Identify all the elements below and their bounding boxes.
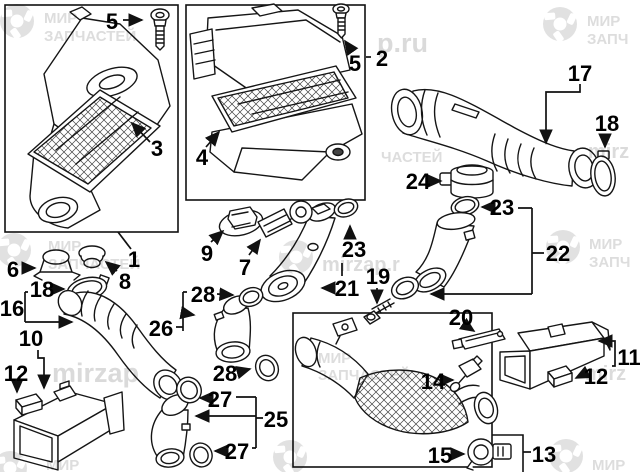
- svg-text:МИР: МИР: [589, 236, 622, 253]
- callout-3[interactable]: 3: [151, 136, 163, 161]
- callout-27-bottom[interactable]: 27: [225, 439, 249, 464]
- svg-text:ЗАПЧАСТЕЙ: ЗАПЧАСТЕЙ: [48, 255, 140, 273]
- part-intake-duct-left: [13, 380, 125, 471]
- part-sensor-upper: [449, 355, 483, 393]
- box-hose-assembly: [292, 312, 493, 468]
- callout-16[interactable]: 16: [0, 296, 24, 321]
- svg-text:ЧАСТЕЙ: ЧАСТЕЙ: [381, 148, 442, 166]
- svg-text:ЗАПЧ: ЗАПЧ: [587, 31, 628, 48]
- callout-4[interactable]: 4: [196, 145, 209, 170]
- part-bolt-1: [150, 8, 170, 51]
- watermark-domain-fragment: p.ru: [377, 28, 428, 58]
- callout-5b[interactable]: 5: [349, 51, 361, 76]
- callout-labels: 1 2 3 4 5 5 6 7 8 9 10 11 12 12 13 14 15…: [0, 9, 640, 468]
- part-inlet-hose: [57, 289, 183, 401]
- part-elbow-duct-right: [413, 211, 476, 293]
- part-air-cleaner-assembly-1: [27, 6, 171, 229]
- callout-10[interactable]: 10: [19, 326, 43, 351]
- callout-17[interactable]: 17: [568, 61, 592, 86]
- box-sensor-extension: [492, 434, 524, 472]
- callout-28-bottom[interactable]: 28: [213, 361, 237, 386]
- callout-5a[interactable]: 5: [106, 9, 118, 34]
- part-outlet-duct: [390, 88, 600, 189]
- svg-text:ЗАПЧАСТЕЙ: ЗАПЧАСТЕЙ: [44, 27, 136, 45]
- part-lower-elbow: [150, 393, 191, 468]
- svg-text:ЗАПЧ: ЗАПЧ: [589, 254, 630, 271]
- callout-26[interactable]: 26: [149, 316, 173, 341]
- callout-11[interactable]: 11: [617, 345, 640, 370]
- callout-9[interactable]: 9: [201, 241, 213, 266]
- part-bolt-small: [363, 298, 395, 325]
- callout-12-left[interactable]: 12: [4, 361, 28, 386]
- callout-25[interactable]: 25: [264, 407, 288, 432]
- callout-28-top[interactable]: 28: [191, 282, 215, 307]
- callout-14[interactable]: 14: [421, 369, 446, 394]
- part-seal-lower-top: [176, 376, 202, 404]
- callout-21[interactable]: 21: [335, 276, 359, 301]
- callout-23-right[interactable]: 23: [490, 195, 514, 220]
- svg-text:mirz: mirz: [588, 141, 629, 163]
- part-mount-bracket: [33, 249, 81, 281]
- callout-8[interactable]: 8: [119, 269, 131, 294]
- part-bumper-right: [547, 365, 573, 388]
- callout-20[interactable]: 20: [449, 305, 473, 330]
- svg-text:МИР: МИР: [592, 457, 625, 472]
- callout-1[interactable]: 1: [128, 247, 140, 272]
- callout-18-left[interactable]: 18: [30, 277, 54, 302]
- part-seal-mid-top: [238, 286, 264, 308]
- svg-text:mirzap.r: mirzap.r: [322, 254, 400, 276]
- svg-text:mirzap: mirzap: [52, 358, 139, 388]
- watermark-brand: МИР: [44, 10, 77, 27]
- callout-19[interactable]: 19: [366, 264, 390, 289]
- watermark-layer: МИР ЗАПЧАСТЕЙ p.ru МИР ЗАПЧ mirz ЧАСТЕЙ …: [0, 4, 630, 472]
- callout-12-right[interactable]: 12: [584, 364, 608, 389]
- box-assembly-1: [4, 4, 179, 233]
- part-seal-center: [333, 198, 359, 218]
- part-grommet: [78, 245, 106, 269]
- part-sensor-lower: [466, 438, 512, 471]
- svg-text:МИР: МИР: [318, 350, 351, 367]
- callout-27-top[interactable]: 27: [208, 387, 232, 412]
- callout-24[interactable]: 24: [406, 169, 431, 194]
- parts-artwork: [13, 3, 616, 471]
- callout-2[interactable]: 2: [376, 46, 388, 71]
- part-air-cleaner-assembly-2: [189, 3, 363, 181]
- leader-lines: [10, 13, 616, 461]
- part-maf-sensor: [439, 164, 494, 199]
- part-bolt-2: [332, 3, 350, 39]
- part-clamp-right: [590, 150, 616, 197]
- svg-text:МИР: МИР: [46, 457, 79, 472]
- part-seal-right: [450, 195, 480, 217]
- callout-7[interactable]: 7: [239, 255, 251, 280]
- part-bracket-small: [451, 328, 506, 350]
- part-cover-cap: [218, 206, 264, 237]
- part-seal-lower-bottom: [189, 442, 213, 468]
- svg-text:ЗАПЧАСТЕЙ: ЗАПЧАСТЕЙ: [318, 366, 410, 384]
- svg-text:mirz: mirz: [585, 363, 626, 385]
- part-seal-elbow-bottom: [390, 276, 420, 300]
- part-seal-mid-bottom: [254, 354, 280, 382]
- part-bumper-left: [15, 393, 43, 416]
- callout-23-mid[interactable]: 23: [342, 237, 366, 262]
- part-valve: [257, 200, 331, 238]
- callout-18-right[interactable]: 18: [595, 111, 619, 136]
- svg-text:МИР: МИР: [48, 238, 81, 255]
- svg-text:МИР: МИР: [587, 13, 620, 30]
- callout-15[interactable]: 15: [428, 443, 452, 468]
